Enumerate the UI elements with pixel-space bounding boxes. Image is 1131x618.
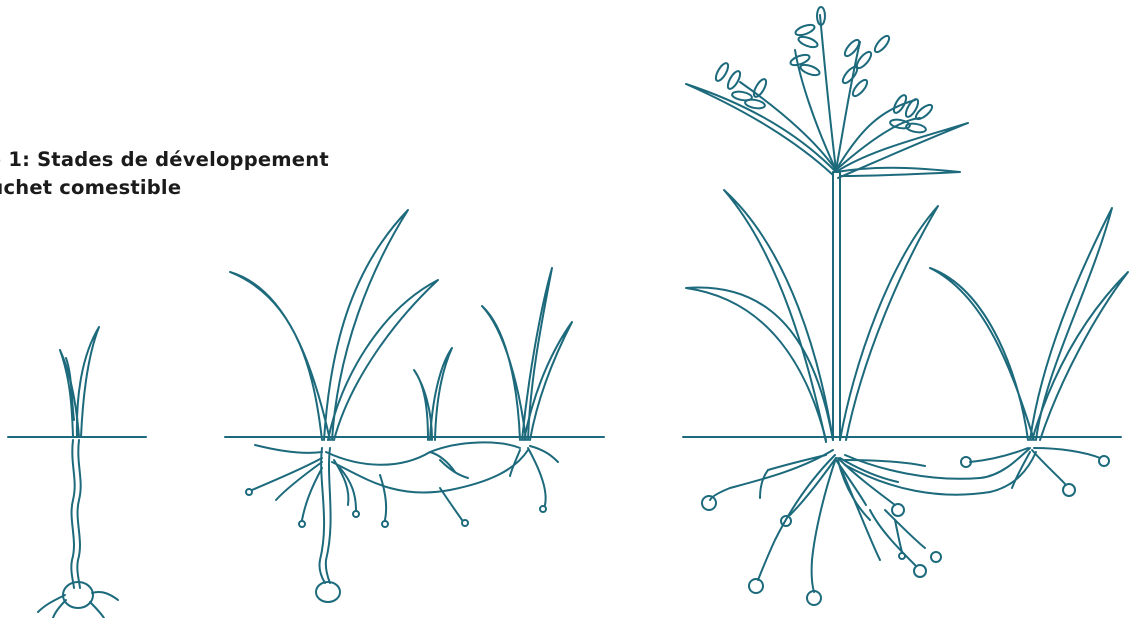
root-tip: [892, 504, 904, 516]
root-tip: [1099, 456, 1109, 466]
spikelet: [841, 65, 860, 85]
sprout-leaf: [522, 268, 552, 440]
stage-2-young-plant: [225, 210, 604, 602]
rhizome: [332, 450, 528, 493]
stage-1-seedling: [8, 327, 146, 618]
leaf: [1032, 272, 1128, 440]
root-tip: [749, 579, 763, 593]
spikelet: [799, 63, 821, 77]
root-tip: [353, 511, 359, 517]
seedling-tuber: [63, 582, 93, 608]
root: [836, 460, 866, 505]
sprout-leaf: [482, 306, 526, 440]
root: [845, 460, 925, 466]
tuber: [316, 582, 340, 602]
root: [885, 510, 925, 548]
seedling-stem: [71, 440, 74, 588]
sprout-leaf: [430, 348, 452, 440]
root: [970, 448, 1028, 462]
root-tip: [899, 553, 905, 559]
spikelet: [851, 78, 870, 98]
root-tip: [462, 520, 468, 526]
spikelet: [797, 35, 819, 49]
root-tip: [914, 565, 926, 577]
root: [53, 600, 66, 618]
spikelet: [752, 77, 769, 98]
leaf: [686, 288, 833, 440]
leaf: [724, 190, 833, 442]
root: [92, 592, 118, 600]
root-tip: [807, 591, 821, 605]
leaf: [1030, 208, 1112, 440]
root: [252, 458, 322, 490]
root-tip: [540, 506, 546, 512]
root: [1032, 450, 1066, 485]
leaf: [230, 272, 330, 440]
root-tip: [931, 552, 941, 562]
root: [380, 475, 386, 520]
root-tip: [246, 489, 252, 495]
spikelet: [726, 69, 743, 90]
root: [90, 602, 104, 618]
spikelet: [873, 34, 892, 54]
seedling-leaf: [77, 327, 99, 437]
root-tip: [299, 521, 305, 527]
spikelet: [714, 61, 731, 82]
sprout-leaf: [414, 370, 432, 440]
root: [1034, 448, 1100, 458]
sprout-leaf: [524, 322, 572, 440]
root-tip: [1063, 484, 1075, 496]
root: [38, 595, 65, 612]
leaf: [930, 268, 1034, 440]
root: [528, 448, 546, 505]
stage-3-mature-plant: [683, 7, 1128, 605]
root-tip: [382, 521, 388, 527]
spikelet-branch: [820, 15, 836, 170]
leaf: [840, 206, 938, 440]
root: [255, 445, 322, 453]
rhizome: [326, 442, 520, 464]
main-root: [326, 448, 331, 583]
root: [440, 488, 462, 520]
seedling-stem: [77, 440, 80, 588]
spikelet: [794, 23, 816, 37]
root-tip: [702, 496, 716, 510]
root: [510, 450, 520, 476]
